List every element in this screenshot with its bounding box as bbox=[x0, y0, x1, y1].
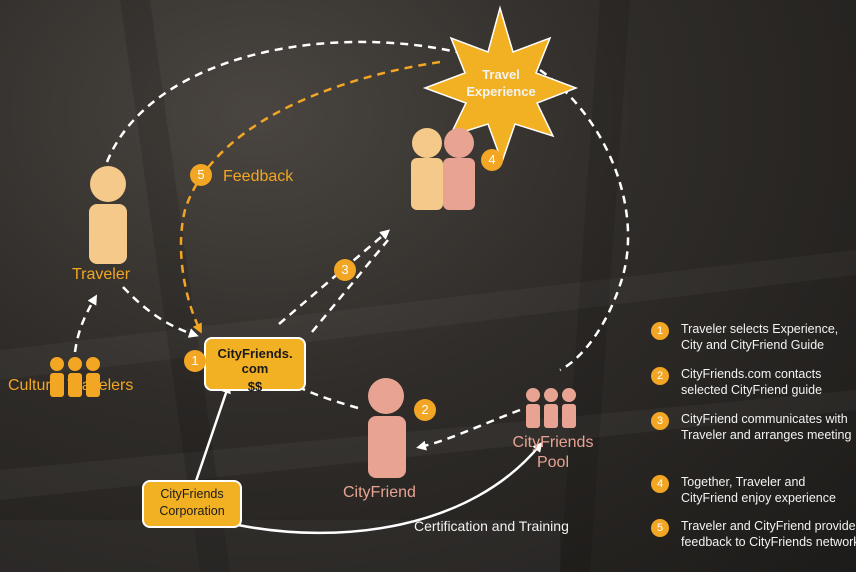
traveler-figure bbox=[89, 166, 127, 264]
cityfriends-com-name: CityFriends. com bbox=[217, 346, 293, 376]
legend-text: CityFriend communicates with Traveler an… bbox=[681, 412, 852, 442]
cityfriends-com-box: CityFriends. com $$ bbox=[204, 337, 306, 394]
legend-item: 1 Traveler selects Experience, City and … bbox=[651, 321, 856, 353]
cityfriends-com-price: $$ bbox=[247, 379, 263, 394]
arrow-3b bbox=[311, 239, 389, 333]
experience-pair-figures bbox=[411, 128, 475, 210]
legend-item: 4 Together, Traveler and CityFriend enjo… bbox=[651, 474, 856, 506]
legend-item: 5 Traveler and CityFriend provide feedba… bbox=[651, 518, 856, 550]
traveler-to-cityfriends-arrow bbox=[122, 286, 199, 338]
legend-item: 2 CityFriends.com contacts selected City… bbox=[651, 366, 856, 398]
cityfriends-corporation-label: CityFriends Corporation bbox=[159, 487, 225, 518]
legend-text: Traveler selects Experience, City and Ci… bbox=[681, 322, 839, 352]
cultural-to-traveler-arrow bbox=[73, 294, 98, 353]
loop-arrow-right bbox=[539, 68, 630, 372]
feedback-label: Feedback bbox=[223, 168, 294, 185]
certification-training-label: Certification and Training bbox=[414, 518, 569, 534]
feedback-arrow bbox=[179, 60, 441, 334]
legend-badge: 5 bbox=[651, 519, 669, 537]
legend-text: CityFriends.com contacts selected CityFr… bbox=[681, 367, 823, 397]
legend-text: Traveler and CityFriend provide feedback… bbox=[681, 519, 856, 549]
legend-badge: 1 bbox=[651, 322, 669, 340]
cityfriends-pool-figures bbox=[526, 388, 576, 428]
cityfriends-pool-label: CityFriends Pool bbox=[512, 434, 594, 471]
cityfriend-figure bbox=[368, 378, 406, 478]
traveler-label: Traveler bbox=[72, 266, 131, 283]
badge-step-5: 5 bbox=[190, 164, 212, 186]
badge-step-1: 1 bbox=[184, 350, 206, 372]
corporation-to-center-arrow bbox=[193, 383, 231, 485]
cityfriends-corporation-box: CityFriends Corporation bbox=[142, 480, 242, 528]
legend-item: 3 CityFriend communicates with Traveler … bbox=[651, 411, 856, 443]
legend-badge: 2 bbox=[651, 367, 669, 385]
legend-badge: 3 bbox=[651, 412, 669, 430]
arrow-3a bbox=[278, 229, 391, 325]
travel-experience-label: Travel Experience bbox=[466, 67, 536, 99]
loop-arrow-top bbox=[105, 40, 474, 163]
legend-badge: 4 bbox=[651, 475, 669, 493]
pool-to-cityfriend-arrow bbox=[416, 408, 521, 451]
badge-step-3: 3 bbox=[334, 259, 356, 281]
cultural-travelers-figures bbox=[50, 357, 100, 397]
cultural-travelers-label: Cultural Travelers bbox=[8, 377, 134, 394]
badge-step-4: 4 bbox=[481, 149, 503, 171]
cityfriend-label: CityFriend bbox=[343, 484, 416, 501]
badge-step-2: 2 bbox=[414, 399, 436, 421]
corporation-to-pool-arrow bbox=[237, 441, 543, 535]
legend-text: Together, Traveler and CityFriend enjoy … bbox=[681, 475, 836, 505]
